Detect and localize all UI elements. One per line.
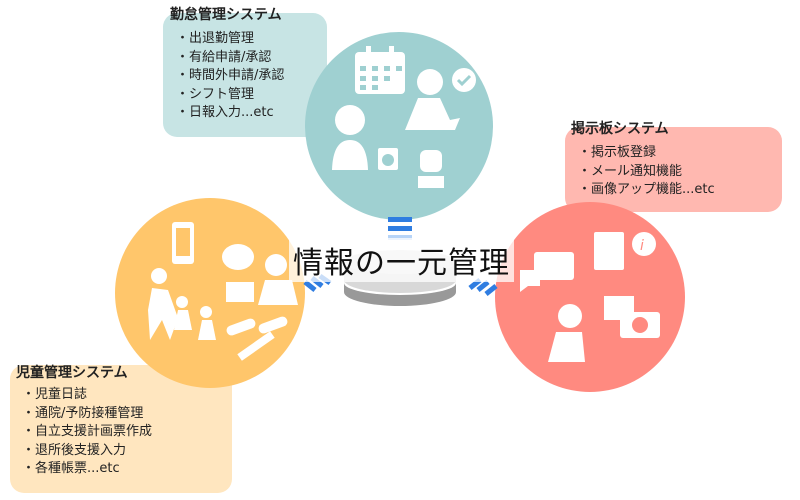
connector-right (468, 278, 498, 296)
attendance-icons (332, 46, 476, 188)
info-icon: i (632, 232, 656, 256)
person-tablet-icon (405, 68, 476, 130)
medicine-icon (226, 316, 288, 336)
feature-item: ・画像アップ機能...etc (578, 182, 715, 197)
feature-item: ・メール通知機能 (578, 163, 683, 179)
bulletin-circle (495, 202, 685, 392)
syringe-icon (237, 331, 275, 361)
bulletin-icons: i (520, 232, 660, 362)
feature-item: ・出退勤管理 (176, 31, 255, 46)
person-phone-icon (548, 304, 585, 362)
attendance-title: 勤怠管理システム (170, 7, 282, 23)
feature-item: ・各種帳票...etc (22, 461, 120, 476)
document-icon (594, 232, 624, 270)
bulletin-features: ・掲示板登録 ・メール通知機能 ・画像アップ機能...etc (578, 144, 715, 200)
adult-child-icon (148, 268, 216, 340)
chat-icon (520, 252, 574, 292)
center-label: 情報の一元管理 (289, 238, 514, 282)
child-features: ・児童日誌 ・通院/予防接種管理 ・自立支援計画票作成 ・退所後支援入力 ・各種… (22, 386, 152, 479)
bulletin-title: 掲示板システム (571, 121, 669, 137)
attendance-features: ・出退勤管理 ・有給申請/承認 ・時間外申請/承認 ・シフト管理 ・日報入力..… (176, 30, 284, 123)
person-laptop-icon (226, 254, 298, 305)
bulletin-info-box (565, 127, 782, 212)
feature-item: ・有給申請/承認 (176, 49, 272, 65)
smartphone-icon (172, 222, 194, 264)
feature-item: ・日報入力...etc (176, 105, 274, 120)
feature-item: ・通院/予防接種管理 (22, 405, 144, 421)
calendar-icon (355, 46, 405, 94)
feature-item: ・時間外申請/承認 (176, 68, 285, 83)
feature-item: ・自立支援計画票作成 (22, 424, 153, 439)
worker-icon (332, 105, 368, 170)
camera-icon (604, 296, 660, 338)
svg-text:i: i (640, 238, 644, 254)
feature-item: ・シフト管理 (176, 86, 255, 102)
speech-bubble-icon (222, 244, 254, 270)
child-title: 児童管理システム (16, 365, 128, 381)
feature-item: ・掲示板登録 (578, 145, 657, 160)
feature-item: ・退所後支援入力 (22, 442, 127, 458)
connector-top (388, 217, 412, 240)
feature-item: ・児童日誌 (22, 387, 88, 402)
attendance-info-box (163, 13, 327, 137)
stamp-icon (418, 150, 444, 188)
child-icons (148, 222, 298, 361)
clock-icon (378, 148, 398, 170)
